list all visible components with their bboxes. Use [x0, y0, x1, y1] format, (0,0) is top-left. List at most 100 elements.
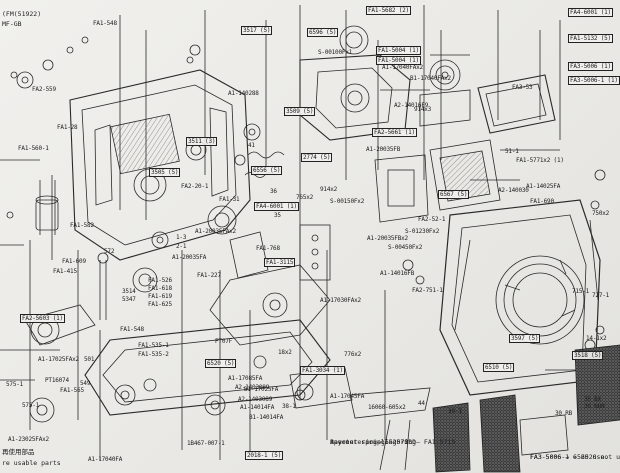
part-label: A1-17085FA — [228, 375, 263, 382]
part-label: A1-17030FAx2 — [320, 297, 361, 304]
part-label: 5347 — [122, 296, 136, 303]
part-label: S-00150Fx2 — [330, 198, 365, 205]
part-label: PT07F — [215, 338, 233, 345]
part-label: S-00100Fx1 — [318, 49, 353, 56]
part-label: 549 — [80, 380, 91, 387]
part-label: FA1-3034 (1) — [300, 366, 345, 375]
note-item: FA3-5006-1 → 6520 not use. — [530, 453, 620, 461]
part-label: FA1-5004 (1) — [376, 46, 421, 55]
legend-item: Bayonet ring— 6520 OLD — [330, 438, 417, 446]
part-label: FA1-618 — [148, 285, 172, 292]
part-label: FA2-5661 (1) — [372, 128, 417, 137]
part-label: S-00450Fx2 — [388, 244, 423, 251]
part-label: FA1-582 — [70, 222, 94, 229]
part-label: 1B467-007-1 — [187, 440, 225, 447]
part-label: 38-1 — [282, 403, 296, 410]
part-label: A2-14016F9 — [394, 102, 429, 109]
part-label: 6596 (5) — [307, 28, 339, 37]
part-label: B1-17025FA — [244, 386, 279, 393]
part-label: 18x2 — [278, 349, 292, 356]
part-label: 35 — [274, 212, 281, 219]
part-label: FA1-609 — [62, 258, 86, 265]
part-label: 3597 (5) — [509, 334, 541, 343]
part-label: A1-17025FAx2 — [38, 356, 79, 363]
reuse-note-en: re usable parts — [2, 459, 61, 467]
part-label: A1-140288 — [228, 90, 259, 97]
part-label: 572 — [104, 248, 115, 255]
part-label: B1-17040FAx2 — [410, 75, 451, 82]
part-label: 36 — [270, 188, 277, 195]
part-label: FA1-227 — [197, 272, 221, 279]
part-label: FA1-619 — [148, 293, 172, 300]
part-label: FA2-751-1 — [412, 287, 443, 294]
part-label: 36 NUN — [584, 403, 605, 410]
part-label: 2774 (5) — [301, 153, 333, 162]
legend-item: Bayonet spring — 5733 — [330, 438, 413, 446]
part-label: FA2-20-1 — [181, 183, 209, 190]
part-label: 1-3 — [176, 234, 187, 241]
part-label: A1-20035FBx2 — [367, 235, 408, 242]
reuse-note-jp: 再使用部品 — [2, 448, 35, 456]
part-label: 727-1 — [592, 292, 610, 299]
header-sub: MF-GB — [2, 20, 22, 28]
part-label: FA1-31 — [219, 196, 240, 203]
part-label: FA1-5771x2 (1) — [516, 157, 564, 164]
part-label: 3511 (3) — [186, 137, 218, 146]
header-model: (FM(51922) — [2, 10, 42, 18]
part-label: FA1-415 — [53, 268, 77, 275]
part-label: 3505 (5) — [149, 168, 181, 177]
part-label: FA2-52-1 — [418, 216, 446, 223]
part-label: 51-1 — [505, 148, 519, 155]
part-label: 16060-605x2 — [368, 404, 406, 411]
part-label: 2-1 — [176, 243, 187, 250]
part-label: S-01230Fx2 — [405, 228, 440, 235]
part-label: A2-1403089 — [235, 384, 270, 391]
part-label: A1-23025FAx2 — [8, 436, 49, 443]
part-label: 3514 — [122, 288, 136, 295]
part-label: FA1-690 — [530, 198, 554, 205]
part-label: FA4-6001 (1) — [568, 8, 613, 17]
part-label: 765x2 — [296, 194, 314, 201]
part-label: 6567 (5) — [438, 190, 470, 199]
part-label: 575-1 — [6, 381, 24, 388]
part-label: 6556 (5) — [251, 166, 283, 175]
part-label: FA2-559 — [32, 86, 56, 93]
part-label: 36 BX — [584, 396, 602, 403]
part-label: 914x3 — [414, 106, 432, 113]
part-label: A1-20035FA — [172, 254, 207, 261]
part-label: FA1-560-1 — [18, 145, 49, 152]
part-label: 3517 (5) — [241, 26, 273, 35]
part-label: B1-14014FA — [249, 414, 284, 421]
part-label: FA1-28 — [57, 124, 78, 131]
part-label: FA1-535-1 — [138, 342, 169, 349]
part-label: 3509 (5) — [284, 107, 316, 116]
part-label: 30 RB — [555, 410, 573, 417]
part-label: FA1-3115 — [264, 258, 296, 267]
part-label: 501 — [84, 356, 95, 363]
part-label: 750x2 — [592, 210, 610, 217]
part-label: A1-17045FA — [330, 393, 365, 400]
part-label: FA1-625 — [148, 301, 172, 308]
part-label: 39-1 — [448, 408, 462, 415]
part-label: 44 — [418, 400, 425, 407]
part-label: FA1-526 — [148, 277, 172, 284]
part-label: 41 — [248, 142, 255, 149]
part-label: FA1-768 — [256, 245, 280, 252]
part-label: FA1-548 — [120, 326, 144, 333]
note-item: FA3-5006 → 6520 use. — [530, 453, 609, 461]
part-label: FA1-5682 (2) — [366, 6, 411, 15]
part-label: A1-14016FB — [380, 270, 415, 277]
part-label: FA4-6001 (1) — [254, 202, 299, 211]
part-label: A1-20035FB — [366, 146, 401, 153]
part-label: A1-14014FA — [240, 404, 275, 411]
part-label: FA3-5006 (1) — [568, 62, 613, 71]
part-label: 6510 (5) — [483, 363, 515, 372]
part-label: A1-17040FAx2 — [382, 64, 423, 71]
part-label: A2-1403089 — [238, 396, 273, 403]
part-label: FA1-5132 (5) — [568, 34, 613, 43]
part-label: 776x2 — [344, 351, 362, 358]
part-label: 6520 (5) — [205, 359, 237, 368]
part-label: FA2-5603 (1) — [20, 314, 65, 323]
legend-item: Aperture coupling ring— FA1-5715 — [330, 438, 456, 446]
